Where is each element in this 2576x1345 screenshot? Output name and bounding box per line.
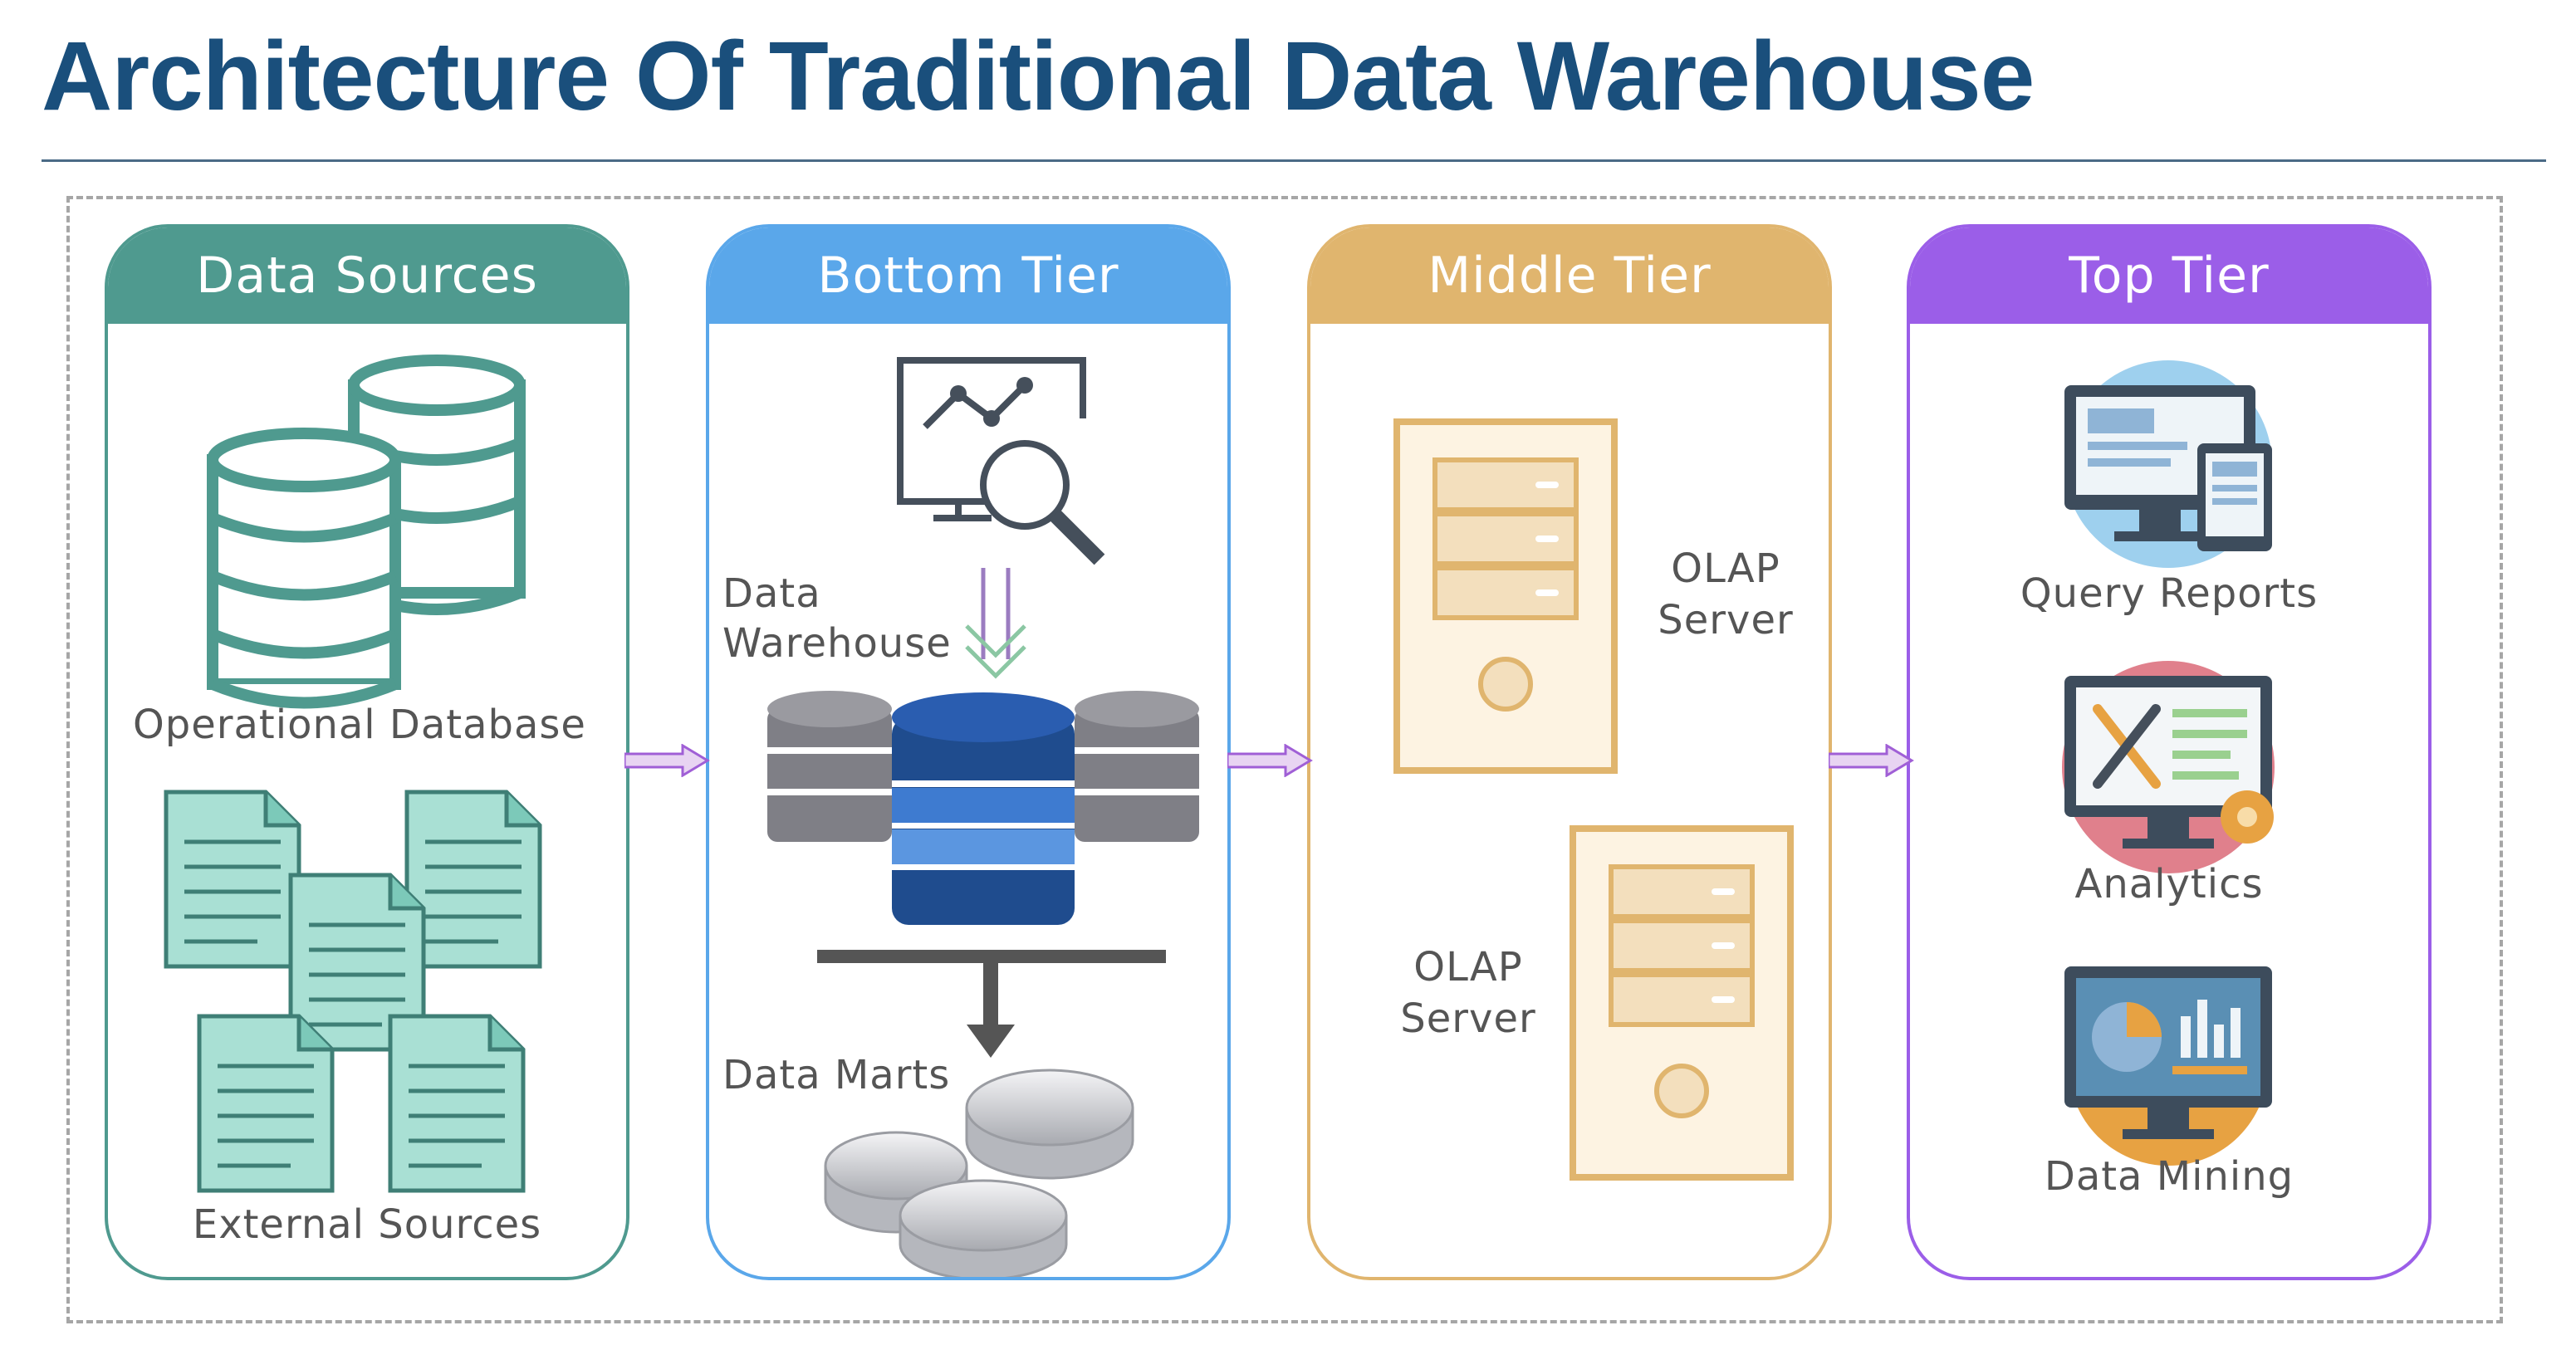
arrow-middle-to-top [1829,744,1914,777]
down-arrow-icon [965,568,1026,679]
analytics-magnifier-icon [897,357,1105,565]
analytics-label: Analytics [2074,861,2264,907]
olap-server-2-line2: Server [1400,995,1536,1042]
diagram-frame [66,196,2503,1323]
data-sources-header: Data Sources [108,227,626,324]
pie-chart-icon [2064,966,2272,1166]
olap-server-2-line1: OLAP [1413,944,1523,990]
bottom-tier-header: Bottom Tier [709,227,1227,324]
operational-database-label: Operational Database [133,702,586,748]
data-warehouse-label-2: Warehouse [722,620,952,667]
olap-server-1-line1: OLAP [1671,545,1780,592]
bottom-tier-panel: Bottom Tier Data Warehouse [706,224,1231,1280]
external-sources-label: External Sources [192,1201,542,1248]
data-marts-icon [824,1069,1134,1277]
title-divider [42,159,2546,162]
distribution-arrow-icon [817,950,1166,1058]
top-tier-panel: Top Tier Query Reports Analytics [1907,224,2432,1280]
data-sources-panel: Data Sources Operational Database [105,224,629,1280]
arrow-sources-to-bottom [624,744,710,777]
query-reports-label: Query Reports [2020,570,2319,617]
data-marts-label: Data Marts [722,1052,951,1098]
middle-tier-header: Middle Tier [1310,227,1829,324]
top-tier-header: Top Tier [1910,227,2428,324]
tools-icon [2062,661,2275,873]
database-icon [207,355,526,709]
server-icon [1393,418,1618,774]
data-warehouse-label-1: Data [722,570,821,617]
data-mining-label: Data Mining [2044,1153,2294,1200]
server-icon [1570,825,1794,1181]
monitor-icon [2064,360,2272,568]
arrow-bottom-to-middle [1227,744,1313,777]
document-icon [158,792,573,1224]
page-title: Architecture Of Traditional Data Warehou… [42,22,2035,131]
data-warehouse-database-icon [767,691,1199,925]
middle-tier-panel: Middle Tier OLAP Server OLAP Server [1307,224,1832,1280]
olap-server-1-line2: Server [1658,597,1794,643]
